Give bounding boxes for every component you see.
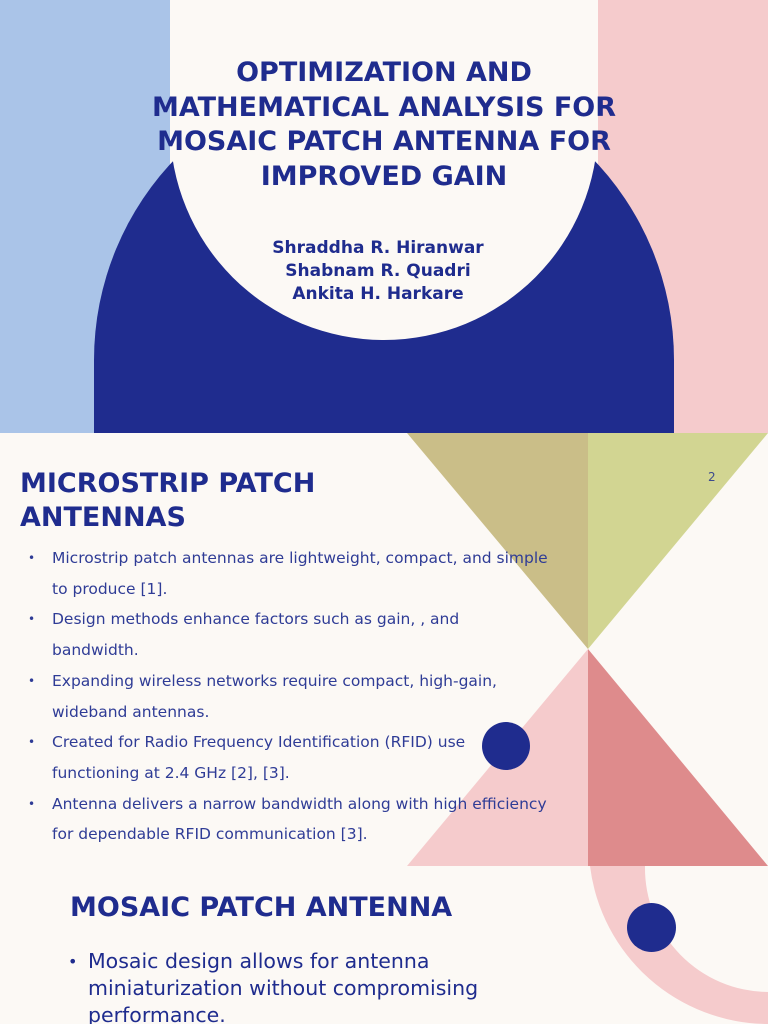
heading-line: ANTENNAS [20, 502, 186, 533]
bullet-item: • Design methods enhance factors such as … [28, 604, 548, 665]
bullet-item: • Antenna delivers a narrow bandwidth alo… [28, 789, 548, 850]
bullet-text: Mosaic design allows for antenna miniatu… [88, 949, 479, 1024]
bullet-text: Expanding wireless networks require comp… [52, 671, 497, 721]
heading-line: MICROSTRIP PATCH [20, 468, 316, 499]
title-slide: OPTIMIZATION AND MATHEMATICAL ANALYSIS F… [0, 0, 768, 433]
bullet-item: • Created for Radio Frequency Identificat… [28, 727, 548, 788]
bullet-dot-icon: • [28, 796, 36, 811]
mosaic-slide: MOSAIC PATCH ANTENNA • Mosaic design allo… [0, 866, 768, 1024]
title-line: MOSAIC PATCH ANTENNA FOR [157, 126, 611, 157]
presentation-title: OPTIMIZATION AND MATHEMATICAL ANALYSIS F… [100, 56, 668, 194]
bullet-dot-icon: • [28, 735, 36, 750]
bullet-text: Design methods enhance factors such as g… [52, 610, 460, 660]
bullet-dot-icon: • [28, 612, 36, 627]
bullet-item: • Microstrip patch antennas are lightweig… [28, 543, 548, 604]
bullet-list: • Mosaic design allows for antenna miniat… [68, 948, 528, 1024]
bullet-item: • Expanding wireless networks require com… [28, 666, 548, 727]
pink-arc-graphic [590, 866, 768, 1024]
slide-heading: MICROSTRIP PATCH ANTENNAS [20, 467, 400, 535]
author-name: Ankita H. Harkare [292, 284, 464, 304]
khaki-triangle [407, 433, 588, 649]
title-line: OPTIMIZATION AND [236, 57, 532, 88]
rose-triangle [588, 649, 768, 866]
bullet-dot-icon: • [28, 673, 36, 688]
title-line: IMPROVED GAIN [260, 160, 508, 192]
page-number: 2 [708, 470, 716, 484]
bullet-text: Microstrip patch antennas are lightweigh… [52, 549, 548, 598]
bullet-text: Antenna delivers a narrow bandwidth alon… [52, 794, 547, 844]
authors-list: Shraddha R. Hiranwar Shabnam R. Quadri A… [178, 237, 578, 306]
microstrip-slide: 2 MICROSTRIP PATCH ANTENNAS • Microstrip … [0, 433, 768, 866]
author-name: Shraddha R. Hiranwar [272, 238, 484, 258]
slide-heading: MOSAIC PATCH ANTENNA [70, 892, 453, 923]
bullet-list: • Microstrip patch antennas are lightweig… [28, 543, 548, 850]
navy-circle-decoration [482, 722, 530, 770]
bullet-dot-icon: • [28, 551, 36, 565]
pink-arc [590, 866, 768, 1024]
lime-triangle [588, 433, 768, 649]
author-name: Shabnam R. Quadri [285, 261, 471, 281]
title-line: MATHEMATICAL ANALYSIS FOR [151, 91, 617, 123]
bullet-dot-icon: • [68, 952, 78, 971]
bullet-text: Created for Radio Frequency Identificati… [52, 733, 466, 782]
navy-circle-decoration [627, 903, 676, 952]
cream-circle-shape [170, 0, 598, 340]
bullet-item: • Mosaic design allows for antenna miniat… [68, 948, 528, 1024]
hourglass-triangles-graphic [407, 433, 768, 866]
